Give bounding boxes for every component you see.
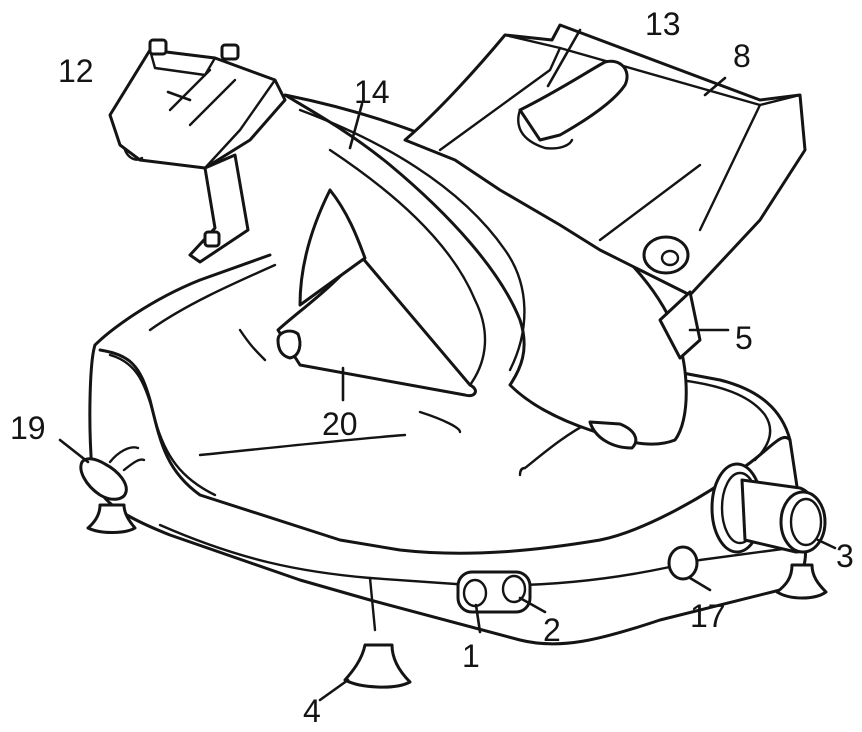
callout-13: 13 (645, 6, 681, 42)
callout-1: 1 (462, 638, 480, 674)
callout-4: 4 (303, 693, 321, 729)
callout-8: 8 (733, 38, 751, 74)
adjustment-knob (79, 446, 146, 501)
leader-lines (58, 28, 837, 702)
callout-5: 5 (735, 320, 753, 356)
feet (86, 503, 828, 689)
callout-20: 20 (322, 406, 358, 442)
thickness-knob (710, 462, 827, 554)
callout-19: 19 (10, 410, 46, 446)
sharpener-assembly (108, 38, 287, 264)
deflector (276, 188, 638, 450)
callout-12: 12 (58, 53, 94, 89)
carriage (403, 23, 807, 360)
control-panel (456, 545, 699, 614)
base-housing (88, 253, 808, 646)
callout-17: 17 (690, 598, 726, 634)
callout-3: 3 (836, 538, 854, 574)
callout-2: 2 (543, 612, 561, 648)
callout-14: 14 (354, 74, 390, 110)
